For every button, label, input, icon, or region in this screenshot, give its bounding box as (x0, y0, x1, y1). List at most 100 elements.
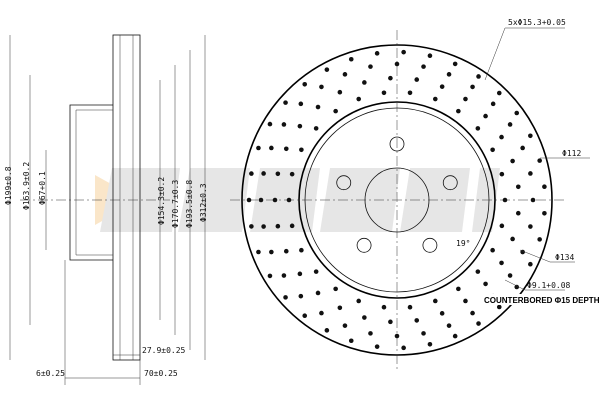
drilled-hole (499, 171, 505, 177)
drilled-hole (249, 171, 254, 176)
drilled-hole (470, 84, 475, 90)
dim-193-5: Φ193.5±0.8 (185, 180, 194, 228)
drilled-hole (289, 223, 295, 229)
drilled-hole (456, 286, 461, 292)
drilled-hole (261, 224, 266, 229)
label-hub: Φ134 (555, 253, 574, 262)
drilled-hole (452, 61, 458, 67)
drilled-hole (439, 84, 445, 89)
drilled-hole (298, 101, 304, 107)
drilled-hole (267, 273, 273, 279)
drilled-hole (281, 122, 287, 127)
drilled-hole (283, 248, 289, 254)
drilled-hole (510, 158, 515, 164)
drilled-hole (528, 133, 533, 139)
label-angle: 19° (456, 239, 470, 248)
drilled-hole (542, 184, 547, 190)
drilled-hole (528, 261, 533, 267)
dim-70: 70±0.25 (144, 369, 178, 378)
drilled-hole (401, 345, 406, 351)
drilled-hole (463, 96, 468, 102)
drilled-hole (427, 341, 433, 347)
drilled-hole (348, 56, 354, 62)
drilled-hole (362, 80, 367, 85)
drilled-hole (289, 171, 295, 177)
drilled-hole (313, 269, 319, 274)
drilled-hole (261, 171, 266, 176)
drilled-hole (490, 147, 495, 153)
drilled-hole (388, 75, 393, 81)
drilled-hole (507, 273, 513, 278)
bolt-hole (422, 237, 438, 253)
drilled-hole (463, 298, 468, 304)
bolt-hole (389, 136, 405, 152)
drilled-hole (333, 108, 338, 114)
front-view: 5xΦ15.3+0.05 Φ112 Φ134 Φ9.1+0.08 COUNTER… (230, 18, 600, 370)
drilled-hole (324, 67, 330, 72)
dim-170-7: Φ170.7±0.3 (171, 180, 180, 228)
dim-67: Φ67+0.1 (38, 171, 47, 205)
dim-163-9: Φ163.9±0.2 (22, 162, 31, 210)
drilled-hole (510, 236, 515, 242)
drilled-hole (414, 318, 420, 323)
dim-6: 6±0.25 (36, 369, 65, 378)
drilled-hole (246, 197, 252, 203)
side-view: Φ199±0.8 Φ163.9±0.2 Φ67+0.1 Φ154.3±0.2 Φ… (4, 34, 208, 385)
drilled-hole (302, 313, 308, 319)
drilled-hole (286, 197, 292, 203)
drilled-hole (267, 121, 273, 127)
bolt-hole (356, 237, 372, 253)
drilled-hole (298, 293, 304, 299)
drilled-hole (514, 110, 520, 116)
drilled-hole (515, 184, 521, 190)
drilled-hole (475, 126, 481, 131)
drilled-hole (362, 315, 367, 320)
drilled-hole (502, 197, 508, 203)
drilled-hole (515, 210, 521, 216)
drilled-hole (528, 224, 533, 229)
drilled-hole (249, 224, 254, 229)
drilled-hole (452, 333, 458, 339)
label-bolt-holes: 5xΦ15.3+0.05 (508, 18, 566, 27)
drilled-hole (537, 237, 542, 242)
drilled-hole (315, 290, 321, 296)
drilled-hole (283, 146, 289, 152)
label-pcd: Φ112 (562, 149, 581, 158)
drilled-hole (283, 295, 288, 300)
drilled-hole (537, 158, 542, 163)
drilled-hole (297, 123, 303, 129)
drilled-hole (394, 61, 400, 67)
drilled-hole (427, 53, 433, 59)
drilled-hole (356, 96, 362, 102)
drilled-hole (520, 145, 525, 151)
counterbore-label-bg (482, 294, 599, 305)
drilled-hole (258, 197, 264, 203)
drilled-hole (476, 74, 481, 79)
drilled-hole (514, 284, 520, 290)
drilled-hole (319, 310, 324, 316)
drilled-hole (432, 298, 438, 304)
drilled-hole (281, 273, 287, 278)
drilled-hole (275, 171, 281, 177)
label-drill: Φ9.1+0.08 (527, 281, 571, 290)
drilled-hole (499, 134, 504, 140)
drilled-hole (475, 269, 481, 274)
drilled-hole (275, 223, 281, 229)
drilled-hole (269, 145, 274, 151)
drilled-hole (421, 64, 426, 69)
drilled-hole (337, 305, 343, 311)
drilled-hole (348, 338, 354, 344)
drilled-hole (356, 298, 362, 304)
drilled-hole (407, 90, 413, 96)
drilled-hole (446, 72, 452, 77)
drilled-hole (333, 286, 338, 292)
drilled-hole (272, 197, 278, 203)
drilled-hole (499, 223, 505, 229)
dim-27-9: 27.9±0.25 (142, 346, 186, 355)
drilled-hole (256, 145, 261, 151)
drilled-hole (446, 323, 452, 328)
drilled-hole (456, 108, 461, 114)
drilled-hole (530, 197, 536, 203)
